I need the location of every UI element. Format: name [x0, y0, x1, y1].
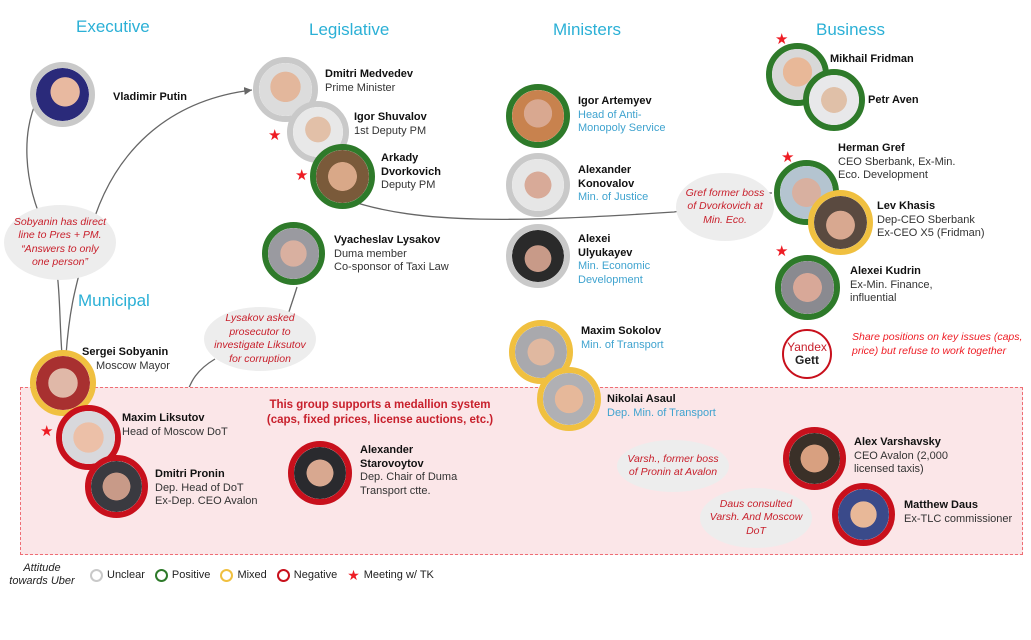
person-fridman: Mikhail Fridman — [830, 53, 914, 65]
legend-item-meeting: ★ Meeting w/ TK — [347, 566, 434, 583]
note-gref-former-boss: Gref former boss of Dvorkovich at Min. E… — [676, 173, 774, 241]
avatar-asaul — [537, 367, 601, 431]
avatar-sobyanin — [30, 350, 96, 416]
portrait-photo — [294, 447, 346, 499]
note-daus-consulted: Daus consulted Varsh. And Moscow DoT — [700, 488, 812, 548]
medallion-group-note: This group supports a medallion system (… — [266, 399, 494, 426]
avatar-aven — [803, 69, 865, 131]
person-lysakov: Vyacheslav Lysakov Duma member Co-sponso… — [334, 234, 449, 273]
avatar-konovalov — [506, 153, 570, 217]
person-liksutov: Maxim Liksutov Head of Moscow DoT — [122, 412, 228, 438]
avatar-ulyukayev — [506, 224, 570, 288]
legend-item-mixed: Mixed — [220, 568, 267, 582]
portrait-photo — [36, 68, 89, 121]
person-asaul: Nikolai Asaul Dep. Min. of Transport — [607, 393, 716, 419]
avatar-daus — [832, 483, 895, 546]
portrait-photo — [809, 75, 859, 125]
person-daus: Matthew Daus Ex-TLC commissioner — [904, 499, 1013, 525]
avatar-sokolov — [509, 320, 573, 384]
avatar-putin — [30, 62, 95, 127]
avatar-varshavsky — [783, 427, 846, 490]
person-kudrin: Alexei Kudrin Ex-Min. Finance, influenti… — [850, 265, 933, 304]
portrait-photo — [512, 159, 564, 211]
portrait-photo — [268, 228, 319, 279]
avatar-artemyev — [506, 84, 570, 148]
person-gref: Herman Gref CEO Sberbank, Ex-Min. Eco. D… — [838, 142, 956, 181]
person-artemyev: Igor Artemyev Head of Anti- Monopoly Ser… — [578, 95, 666, 134]
avatar-kudrin — [775, 255, 840, 320]
portrait-photo — [543, 373, 595, 425]
person-aven: Petr Aven — [868, 94, 919, 106]
ring-negative-icon — [276, 568, 290, 582]
avatar-lysakov — [262, 222, 325, 285]
portrait-photo — [36, 356, 90, 410]
meeting-star-icon: ★ — [40, 423, 54, 440]
person-varshavsky: Alex Varshavsky CEO Avalon (2,000 licens… — [854, 436, 948, 475]
avatar-pronin — [85, 455, 148, 518]
meeting-star-icon: ★ — [775, 243, 789, 260]
star-icon: ★ — [347, 566, 360, 583]
meeting-star-icon: ★ — [295, 167, 309, 184]
person-starovoytov: Alexander Starovoytov Dep. Chair of Duma… — [360, 444, 458, 497]
portrait-photo — [512, 90, 564, 142]
legend-title: Attitude towards Uber — [9, 562, 75, 587]
section-title-executive: Executive — [76, 17, 150, 36]
person-dvorkovich: Arkady Dvorkovich Deputy PM — [381, 152, 441, 191]
section-title-business: Business — [816, 20, 885, 39]
person-ulyukayev: Alexei Ulyukayev Min. Economic Developme… — [578, 233, 651, 286]
section-title-municipal: Municipal — [78, 291, 150, 310]
portrait-photo — [512, 230, 564, 282]
link-dvorkovich-gref — [347, 199, 681, 220]
portrait-photo — [91, 461, 142, 512]
legend: Attitude towards Uber Unclear Positive M… — [0, 560, 444, 590]
note-varsh-former-boss: Varsh., former boss of Pronin at Avalon — [617, 440, 729, 492]
legend-item-unclear: Unclear — [90, 568, 145, 582]
meeting-star-icon: ★ — [268, 127, 282, 144]
portrait-photo — [789, 433, 840, 484]
person-pronin: Dmitri Pronin Dep. Head of DoT Ex-Dep. C… — [155, 468, 258, 507]
section-title-ministers: Ministers — [553, 20, 622, 39]
person-sokolov: Maxim Sokolov Min. of Transport — [581, 325, 664, 351]
yandex-gett-logo: Yandex Gett — [782, 329, 832, 379]
section-title-legislative: Legislative — [309, 20, 390, 39]
note-share-positions: Share positions on key issues (caps, pri… — [852, 331, 1023, 357]
avatar-liksutov — [56, 405, 121, 470]
portrait-photo — [781, 261, 834, 314]
avatar-khasis — [808, 190, 873, 255]
person-khasis: Lev Khasis Dep-CEO Sberbank Ex-CEO X5 (F… — [877, 200, 985, 239]
person-medvedev: Dmitri Medvedev Prime Minister — [325, 68, 414, 94]
note-lysakov-prosecutor: Lysakov asked prosecutor to investigate … — [204, 307, 316, 371]
ring-positive-icon — [154, 568, 168, 582]
person-putin: Vladimir Putin — [113, 91, 187, 103]
legend-item-positive: Positive — [154, 568, 210, 582]
person-konovalov: Alexander Konovalov Min. of Justice — [578, 164, 649, 203]
avatar-dvorkovich — [310, 144, 375, 209]
meeting-star-icon: ★ — [781, 149, 795, 166]
legend-item-negative: Negative — [276, 568, 337, 582]
ring-mixed-icon — [220, 568, 234, 582]
ring-unclear-icon — [90, 568, 103, 582]
portrait-photo — [62, 411, 115, 464]
avatar-starovoytov — [288, 441, 352, 505]
note-sobyanin-direct-line: Sobyanin has direct line to Pres + PM. “… — [4, 205, 116, 280]
meeting-star-icon: ★ — [775, 31, 789, 48]
person-shuvalov: Igor Shuvalov 1st Deputy PM — [354, 111, 427, 137]
person-sobyanin: Sergei Sobyanin Moscow Mayor — [82, 346, 170, 372]
portrait-photo — [838, 489, 889, 540]
portrait-photo — [814, 196, 867, 249]
portrait-photo — [316, 150, 369, 203]
